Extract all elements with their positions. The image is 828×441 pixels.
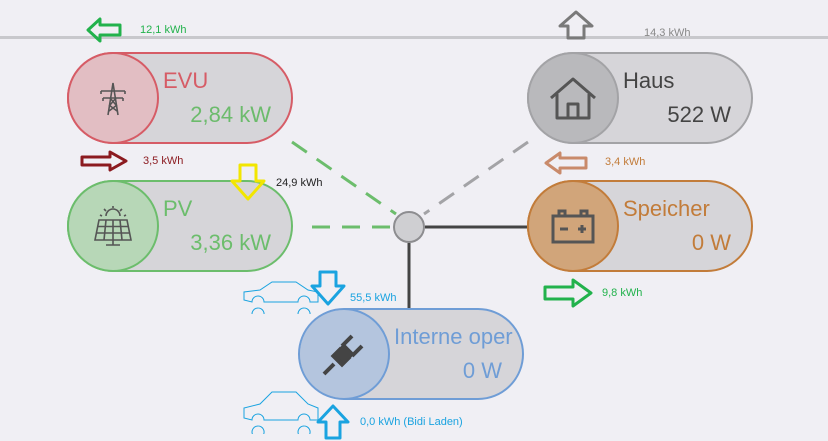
speicher-name: Speicher <box>623 196 710 221</box>
pv-value: 3,36 kW <box>190 230 271 255</box>
node-interne[interactable]: Interne oper 0 W <box>298 308 524 400</box>
arrow-down-icon <box>310 270 346 306</box>
hub-circle <box>393 211 425 243</box>
line-haus-hub <box>423 140 529 216</box>
node-speicher[interactable]: Speicher 0 W <box>527 180 753 272</box>
node-pv[interactable]: PV 3,36 kW <box>67 180 293 272</box>
node-evu[interactable]: EVU 2,84 kW <box>67 52 293 144</box>
arrow-down-icon <box>230 163 266 201</box>
line-evu-hub <box>291 140 397 216</box>
evu-export-label: 12,1 kWh <box>140 24 187 36</box>
arrow-left-icon <box>86 17 122 43</box>
interne-charge-label: 55,5 kWh <box>350 292 397 304</box>
pv-energy-label: 24,9 kWh <box>276 177 323 189</box>
interne-value: 0 W <box>462 358 502 383</box>
evu-name: EVU <box>163 68 209 93</box>
arrow-up-icon <box>558 10 594 40</box>
header-divider <box>0 36 828 39</box>
haus-energy-label: 14,3 kWh <box>644 27 691 39</box>
arrow-right-icon <box>543 278 593 308</box>
speicher-value: 0 W <box>691 230 731 255</box>
house-icon <box>527 52 619 144</box>
speicher-in-label: 3,4 kWh <box>605 156 646 168</box>
speicher-out-label: 9,8 kWh <box>602 287 643 299</box>
node-haus[interactable]: Haus 522 W <box>527 52 753 144</box>
interne-name: Interne oper <box>394 324 513 349</box>
arrow-right-icon <box>80 150 128 172</box>
haus-value: 522 W <box>667 102 731 127</box>
arrow-left-icon <box>544 151 588 175</box>
solar-panel-icon <box>67 180 159 272</box>
power-tower-icon <box>67 52 159 144</box>
pv-name: PV <box>163 196 193 221</box>
haus-name: Haus <box>623 68 675 93</box>
plug-icon <box>300 310 390 398</box>
car-outline-icon <box>243 281 319 314</box>
evu-value: 2,84 kW <box>190 102 271 127</box>
battery-icon <box>527 180 619 272</box>
interne-bidi-label: 0,0 kWh (Bidi Laden) <box>360 416 463 428</box>
arrow-up-icon <box>316 404 350 440</box>
evu-import-label: 3,5 kWh <box>143 155 184 167</box>
car-outline-icon <box>243 391 319 434</box>
